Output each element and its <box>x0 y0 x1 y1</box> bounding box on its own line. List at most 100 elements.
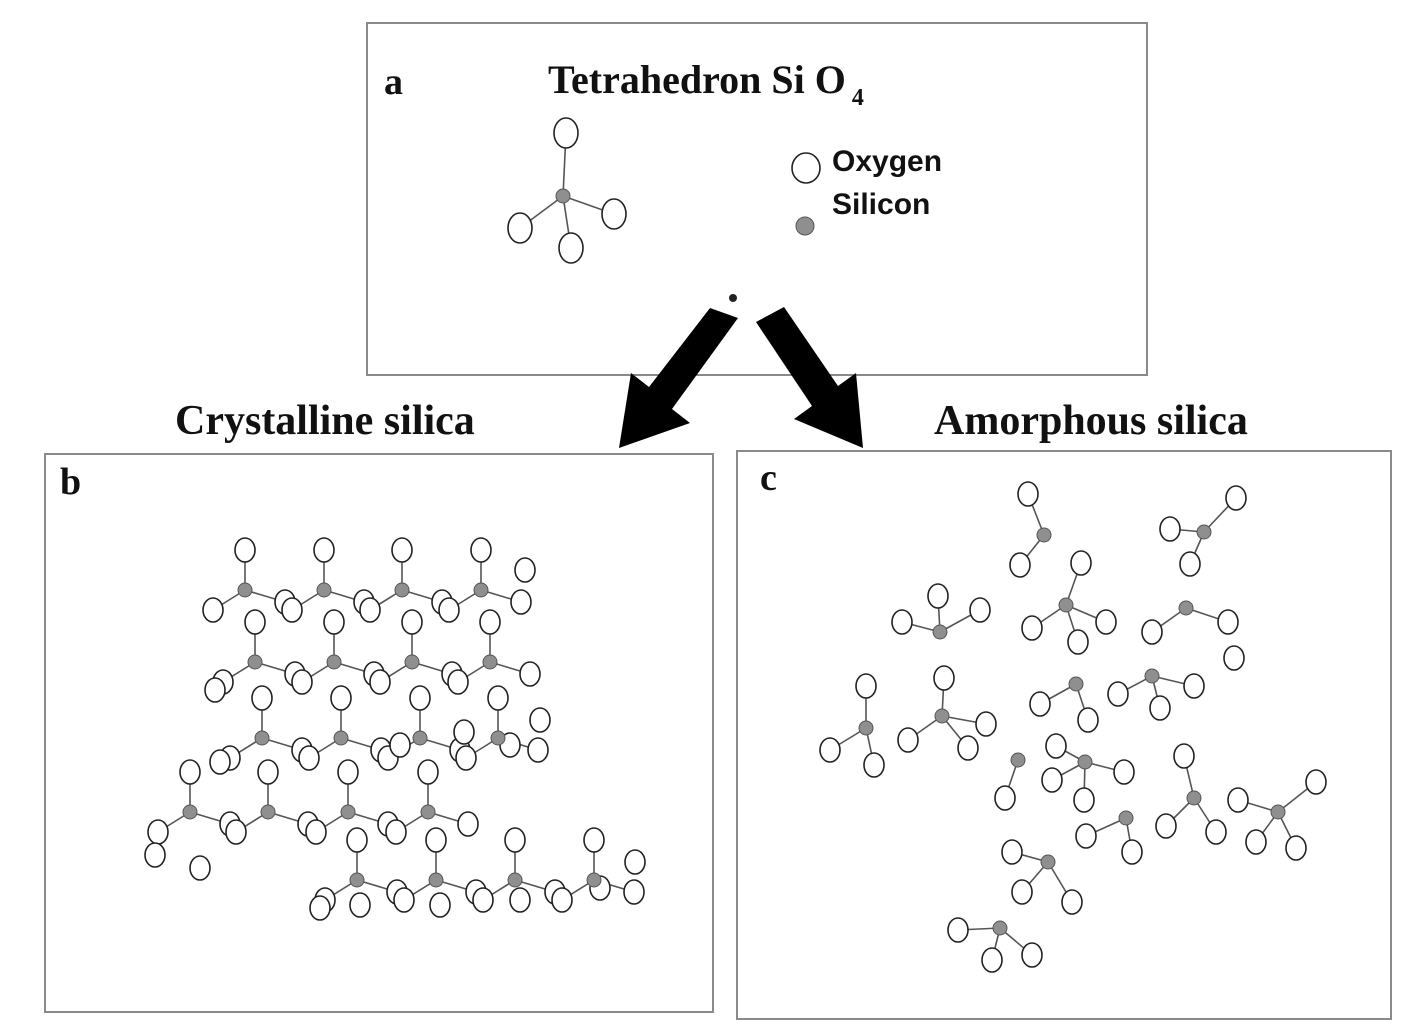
silicon-atom <box>260 804 276 820</box>
oxygen-atom <box>470 537 492 563</box>
oxygen-atom <box>1001 839 1023 865</box>
oxygen-atom <box>1113 759 1135 785</box>
silicon-atom <box>182 804 198 820</box>
oxygen-atom <box>1017 481 1039 507</box>
oxygen-atom <box>438 597 460 623</box>
panel-b-frame <box>44 453 714 1013</box>
silicon-atom <box>326 654 342 670</box>
oxygen-atom <box>291 669 313 695</box>
oxygen-atom <box>479 609 501 635</box>
panel-a-letter: a <box>384 61 403 103</box>
oxygen-atom <box>1095 609 1117 635</box>
oxygen-atom <box>1285 835 1307 861</box>
silicon-atom <box>1040 854 1056 870</box>
arrow-to-amorphous <box>756 307 863 448</box>
oxygen-atom <box>1183 673 1205 699</box>
silicon-atom <box>858 720 874 736</box>
silicon-atom <box>1068 676 1084 692</box>
oxygen-atom <box>981 947 1003 973</box>
silicon-atom <box>932 624 948 640</box>
silicon-atom <box>316 582 332 598</box>
oxygen-atom <box>1141 619 1163 645</box>
silicon-atom <box>1010 752 1026 768</box>
oxygen-atom <box>257 759 279 785</box>
silicon-atom <box>247 654 263 670</box>
oxygen-atom <box>891 609 913 635</box>
silicon-atom <box>992 920 1008 936</box>
legend-oxygen-label: Oxygen <box>832 145 943 178</box>
oxygen-atom <box>385 819 407 845</box>
oxygen-atom <box>1227 787 1249 813</box>
oxygen-atom <box>558 232 584 264</box>
oxygen-atom <box>305 819 327 845</box>
oxygen-atom <box>1149 695 1171 721</box>
oxygen-atom <box>179 759 201 785</box>
oxygen-atom <box>791 152 821 184</box>
oxygen-atom <box>1041 767 1063 793</box>
oxygen-atom <box>1075 823 1097 849</box>
oxygen-atom <box>1225 485 1247 511</box>
silicon-atom <box>1118 810 1134 826</box>
oxygen-atom <box>1070 550 1092 576</box>
oxygen-atom <box>601 198 627 230</box>
oxygen-atom <box>391 537 413 563</box>
silicon-atom <box>934 708 950 724</box>
oxygen-atom <box>204 677 226 703</box>
silicon-atom <box>1270 804 1286 820</box>
oxygen-atom <box>453 719 475 745</box>
oxygen-atom <box>144 842 166 868</box>
oxygen-atom <box>1073 787 1095 813</box>
silicon-atom <box>555 188 571 204</box>
silicon-atom <box>404 654 420 670</box>
panel-c-letter: c <box>760 457 777 499</box>
oxygen-atom <box>519 661 541 687</box>
oxygen-atom <box>1061 889 1083 915</box>
oxygen-atom <box>472 887 494 913</box>
title-subscript: 4 <box>851 85 864 111</box>
oxygen-atom <box>447 669 469 695</box>
oxygen-atom <box>389 732 411 758</box>
oxygen-atom <box>337 759 359 785</box>
oxygen-atom <box>1011 879 1033 905</box>
oxygen-atom <box>1217 609 1239 635</box>
oxygen-atom <box>529 707 551 733</box>
oxygen-atom <box>1305 769 1327 795</box>
silicon-atom <box>412 730 428 746</box>
silicon-atom <box>333 730 349 746</box>
panel-a-frame <box>366 22 1148 376</box>
silicon-atom <box>1077 754 1093 770</box>
silicon-atom <box>394 582 410 598</box>
oxygen-atom <box>1077 707 1099 733</box>
oxygen-atom <box>349 892 371 918</box>
silicon-atom <box>420 804 436 820</box>
silicon-atom <box>254 730 270 746</box>
panel-b-letter: b <box>60 461 82 503</box>
silicon-atom <box>1058 597 1074 613</box>
silicon-atom <box>473 582 489 598</box>
crystalline-heading: Crystalline silica <box>175 398 475 444</box>
oxygen-atom <box>863 752 885 778</box>
oxygen-atom <box>509 887 531 913</box>
oxygen-atom <box>855 673 877 699</box>
oxygen-atom <box>1205 819 1227 845</box>
silicon-atom <box>482 654 498 670</box>
speck-dot <box>729 294 737 302</box>
oxygen-atom <box>359 597 381 623</box>
oxygen-atom <box>1045 733 1067 759</box>
oxygen-atom <box>209 749 231 775</box>
oxygen-atom <box>147 819 169 845</box>
oxygen-atom <box>429 892 451 918</box>
title-text: Tetrahedron Si O <box>548 57 846 102</box>
silicon-atom <box>490 730 506 746</box>
silicon-atom <box>428 872 444 888</box>
oxygen-atom <box>957 735 979 761</box>
oxygen-atom <box>1223 645 1245 671</box>
oxygen-atom <box>1121 839 1143 865</box>
oxygen-atom <box>551 887 573 913</box>
legend-silicon-label: Silicon <box>832 188 931 221</box>
oxygen-atom <box>1067 629 1089 655</box>
arrow-to-crystalline <box>619 308 738 448</box>
oxygen-atom <box>417 759 439 785</box>
oxygen-atom <box>234 537 256 563</box>
oxygen-atom <box>189 855 211 881</box>
